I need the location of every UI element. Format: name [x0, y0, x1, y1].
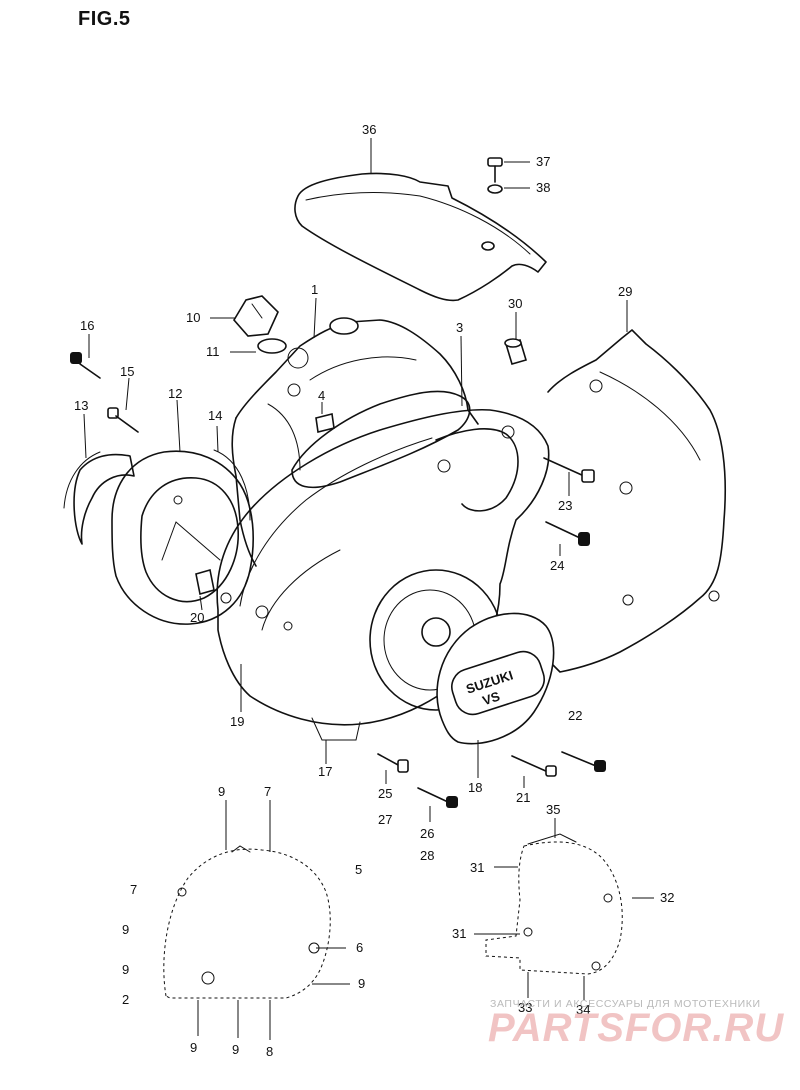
watermark-logo: PARTSFOR.RU — [488, 1006, 785, 1050]
callout-28: 28 — [420, 848, 434, 863]
callout-23: 23 — [558, 498, 572, 513]
figure-title: FIG.5 — [78, 8, 131, 30]
callout-4: 4 — [318, 388, 325, 403]
bolt-15 — [107, 407, 139, 433]
callout-9-top: 9 — [218, 784, 225, 799]
bolt-21 — [511, 755, 557, 777]
callout-5: 5 — [355, 862, 362, 877]
callout-25: 25 — [378, 786, 392, 801]
bolt-24 — [545, 521, 590, 546]
callout-7-left: 7 — [130, 882, 137, 897]
callout-19: 19 — [230, 714, 244, 729]
washer-38 — [487, 184, 503, 194]
filler-cap-10 — [233, 295, 279, 337]
callout-31-upper: 31 — [470, 860, 484, 875]
emblem-cover-18: SUZUKI VS — [436, 612, 555, 745]
cover-detail-2 — [163, 845, 331, 999]
callout-34: 34 — [576, 1002, 590, 1017]
callout-29: 29 — [618, 284, 632, 299]
callout-1: 1 — [311, 282, 318, 297]
callout-30: 30 — [508, 296, 522, 311]
dowel-4 — [315, 413, 335, 433]
callout-35: 35 — [546, 802, 560, 817]
callout-9-bottom-b: 9 — [232, 1042, 239, 1057]
callout-37: 37 — [536, 154, 550, 169]
callout-27: 27 — [378, 812, 392, 827]
callout-31-lower: 31 — [452, 926, 466, 941]
callout-9-lower-left: 9 — [122, 962, 129, 977]
callout-24: 24 — [550, 558, 564, 573]
gasket-3 — [291, 390, 471, 489]
gasket-14 — [213, 449, 251, 521]
callout-16: 16 — [80, 318, 94, 333]
callout-12: 12 — [168, 386, 182, 401]
callout-14: 14 — [208, 408, 222, 423]
bolt-25 — [377, 753, 409, 773]
bolt-23 — [543, 457, 595, 483]
leader-lines — [83, 138, 654, 985]
bolt-37 — [487, 157, 503, 183]
watermark-tagline: ЗАПЧАСТИ И АКСЕССУАРЫ ДЛЯ МОТОТЕХНИКИ — [490, 998, 761, 1010]
callout-9-bottom-a: 9 — [190, 1040, 197, 1055]
callout-17: 17 — [318, 764, 332, 779]
callout-13: 13 — [74, 398, 88, 413]
callout-21: 21 — [516, 790, 530, 805]
callout-11: 11 — [206, 344, 220, 359]
cover-plate-36 — [294, 172, 547, 302]
callout-6: 6 — [356, 940, 363, 955]
callout-7-top: 7 — [264, 784, 271, 799]
callout-labels: 36 37 38 1 29 30 10 16 11 3 15 12 13 4 1… — [74, 122, 674, 1059]
callout-38: 38 — [536, 180, 550, 195]
callout-8: 8 — [266, 1044, 273, 1059]
callout-36: 36 — [362, 122, 376, 137]
callout-9-right: 9 — [358, 976, 365, 991]
callout-26: 26 — [420, 826, 434, 841]
guard-detail-31 — [485, 833, 623, 975]
crankcase-1 — [231, 317, 479, 567]
callout-3: 3 — [456, 320, 463, 335]
callout-9-left: 9 — [122, 922, 129, 937]
badge-model: VS — [481, 688, 502, 708]
bolt-22 — [561, 751, 606, 772]
callout-33: 33 — [518, 1000, 532, 1015]
bottom-leaders — [197, 800, 585, 1040]
callout-10: 10 — [186, 310, 200, 325]
bushing-30 — [504, 338, 527, 365]
callout-22: 22 — [568, 708, 582, 723]
callout-2: 2 — [122, 992, 129, 1007]
callout-32: 32 — [660, 890, 674, 905]
gasket-13 — [63, 451, 135, 545]
dowel-20 — [195, 568, 215, 596]
bolt-16 — [70, 352, 101, 379]
callout-20: 20 — [190, 610, 204, 625]
clutch-cover-12 — [111, 450, 254, 625]
bolt-26 — [417, 787, 458, 808]
crankcase-cover-29 — [547, 329, 727, 673]
callout-18: 18 — [468, 780, 482, 795]
callout-15: 15 — [120, 364, 134, 379]
o-ring-11 — [257, 338, 287, 354]
